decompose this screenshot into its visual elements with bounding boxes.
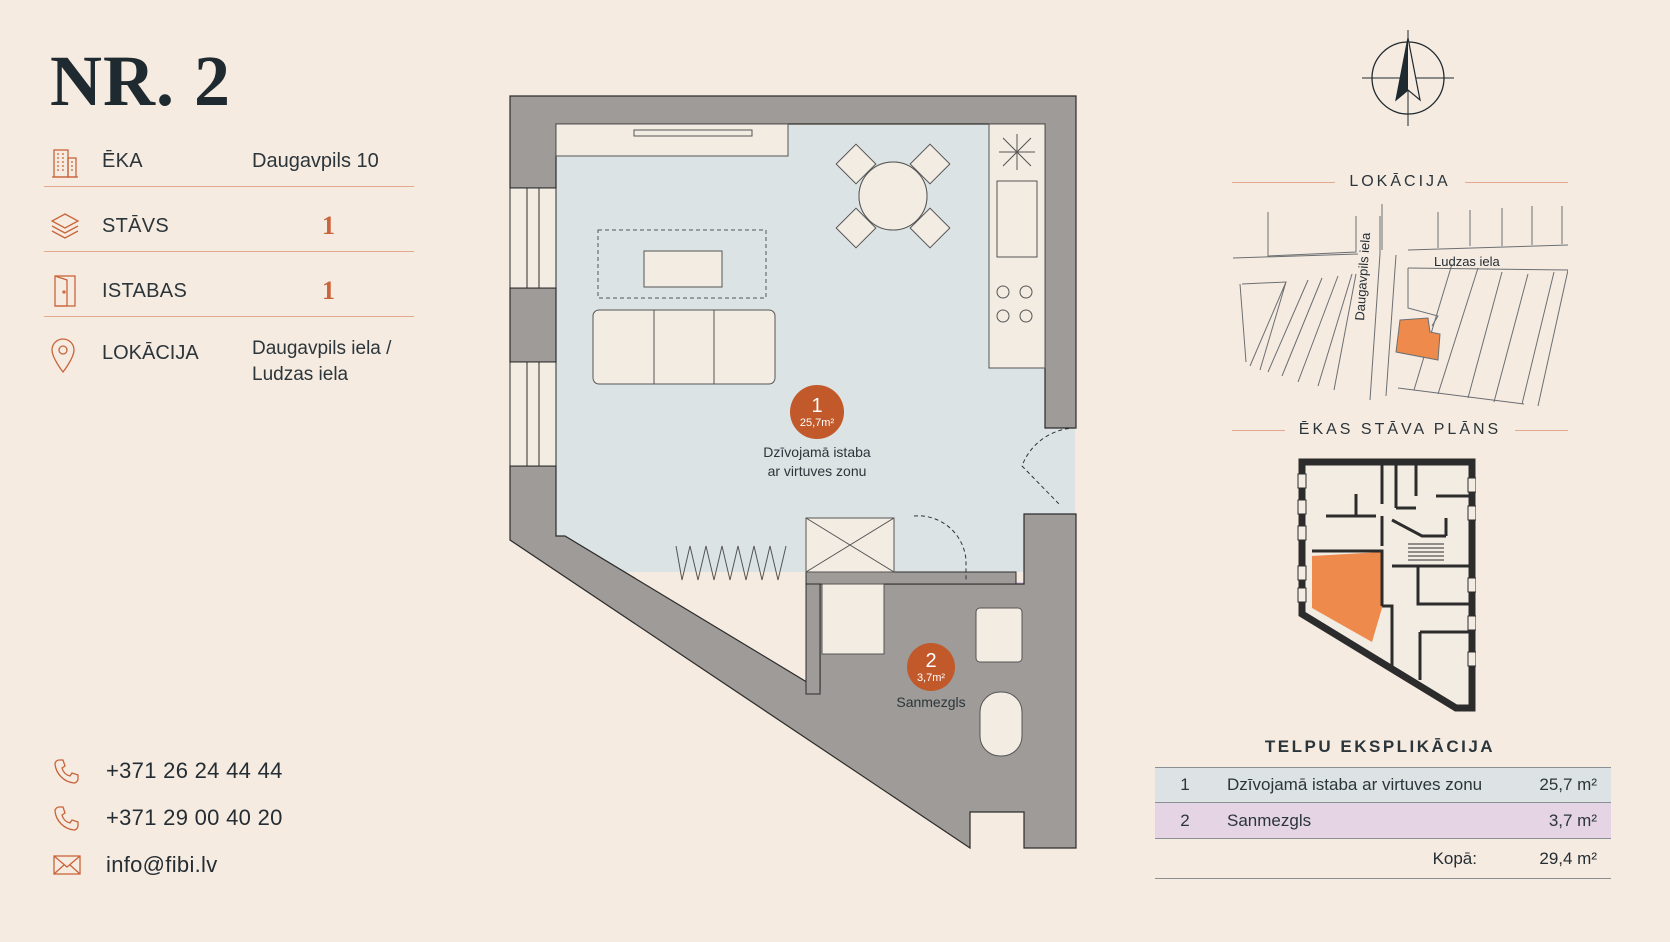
layers-icon [48, 209, 82, 243]
door-icon [48, 274, 82, 308]
rooms-value: 1 [322, 276, 335, 305]
row-1-number: 1 [1180, 775, 1190, 794]
table-total-row: Kopā: 29,4 m² [1155, 839, 1611, 879]
explication-heading: TELPU EKSPLIKĀCIJA [1264, 737, 1496, 756]
kitchen-units [996, 134, 1038, 323]
living-room-area [556, 125, 1075, 572]
room-1-name-line1: Dzīvojamā istaba [763, 444, 871, 460]
stairs [1408, 543, 1444, 561]
table-row: 2 Sanmezgls 3,7 m² [1155, 803, 1611, 839]
location-map [1232, 204, 1568, 407]
total-label: Kopā: [1432, 848, 1477, 868]
room-1-number: 1 [811, 394, 823, 417]
contact-phone-2[interactable]: +371 29 00 40 20 [52, 803, 283, 833]
building-label: ĒKA [102, 150, 143, 172]
row-1-area: 25,7 m² [1539, 775, 1597, 794]
location-value: Daugavpils iela / Ludzas iela [252, 336, 391, 406]
location-label: LOKĀCIJA [102, 342, 199, 364]
building-icon [48, 145, 82, 179]
contact-phone-1[interactable]: +371 26 24 44 44 [52, 756, 283, 786]
apartment-title: NR. 2 [50, 41, 231, 121]
room-1-name: Dzīvojamā istaba ar virtuves zonu [737, 443, 897, 481]
building-highlight [1395, 317, 1441, 361]
room-1-badge: 1 25,7m² [790, 385, 844, 439]
total-area: 29,4 m² [1539, 848, 1597, 868]
dining-table [835, 143, 951, 249]
explication-table: 1 Dzīvojamā istaba ar virtuves zonu 25,7… [1155, 767, 1611, 879]
info-row-rooms: ISTABAS 1 [44, 266, 414, 317]
location-value-line2: Ludzas iela [252, 364, 349, 385]
map-label-ludzas: Ludzas iela [1434, 254, 1500, 269]
room-2-name: Sanmezgls [896, 694, 966, 710]
sofa [592, 229, 776, 385]
building-floor-plan [1297, 458, 1476, 712]
info-row-building: ĒKA Daugavpils 10 [44, 137, 414, 187]
phone-icon [52, 756, 82, 786]
building-windows [1297, 473, 1476, 667]
floor-plan-heading: ĒKAS STĀVA PLĀNS [1232, 421, 1568, 439]
row-2-area: 3,7 m² [1548, 810, 1597, 830]
floor-label: STĀVS [102, 214, 170, 237]
row-2-number: 2 [1180, 810, 1190, 830]
wall-left-pier [509, 287, 557, 363]
building-inner-walls [1312, 462, 1472, 680]
room-2-number: 2 [925, 649, 937, 672]
row-2-name: Sanmezgls [1227, 810, 1312, 830]
email-icon [52, 850, 82, 880]
location-value-line1: Daugavpils iela / [252, 338, 392, 359]
furniture [555, 123, 1046, 757]
apartment-highlight [1312, 552, 1382, 642]
room-2-area: 3,7m² [916, 671, 946, 684]
walls [509, 95, 1077, 850]
room-1-name-line2: ar virtuves zonu [767, 463, 867, 479]
location-heading: LOKĀCIJA [1232, 173, 1569, 191]
phone-icon [52, 803, 82, 833]
room-2-badge: 2 3,7m² [907, 643, 955, 691]
wall-bottom [509, 465, 1077, 850]
compass-icon [1362, 30, 1454, 126]
map-streets [1232, 204, 1568, 407]
info-row-location: LOKĀCIJA Daugavpils iela / Ludzas iela [44, 336, 414, 406]
table-row: 1 Dzīvojamā istaba ar virtuves zonu 25,7… [1155, 767, 1611, 803]
doors [913, 427, 1077, 582]
phone-1-text[interactable]: +371 26 24 44 44 [106, 758, 283, 783]
wardrobe [675, 545, 787, 581]
rooms-label: ISTABAS [102, 279, 188, 302]
phone-2-text[interactable]: +371 29 00 40 20 [106, 805, 283, 830]
row-1-name: Dzīvojamā istaba ar virtuves zonu [1227, 775, 1483, 794]
location-pin-icon [48, 336, 82, 406]
contact-email[interactable]: info@fibi.lv [52, 850, 218, 880]
building-value: Daugavpils 10 [252, 150, 379, 172]
info-row-floor: STĀVS 1 [44, 201, 414, 252]
room-1-area: 25,7m² [799, 416, 835, 429]
floor-value: 1 [322, 211, 335, 240]
windows [509, 187, 557, 467]
email-text[interactable]: info@fibi.lv [106, 852, 218, 877]
